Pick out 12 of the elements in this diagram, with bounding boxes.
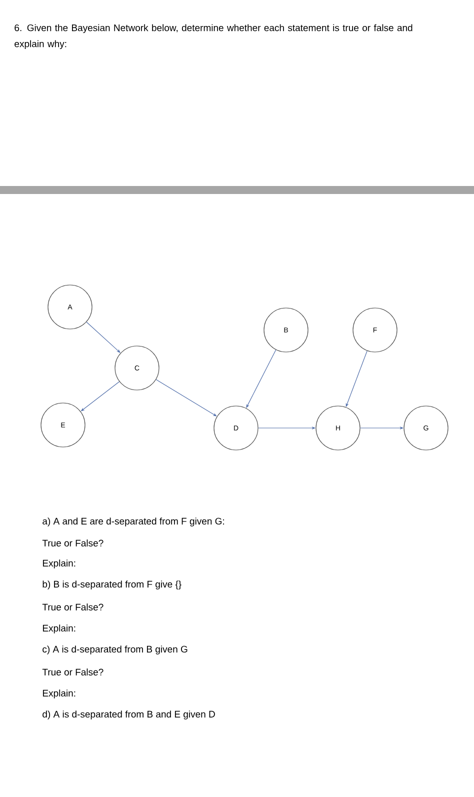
question-line: Explain: [42,560,76,568]
question-line: Explain: [42,624,76,634]
question-line: True or False? [42,540,104,546]
question-line: a) A and E are d-separated from F given G: [42,518,224,526]
question-line: b) B is d-separated from F give {} [42,580,182,590]
question-line: True or False? [42,604,104,610]
question-text: 6. Given the Bayesian Network below, determine whether each statement is true or false and explain why: [14,24,412,50]
question-line: c) A is d-separated from B given G [42,646,188,654]
arrow [86,322,120,353]
question-line: True or False? [42,668,104,676]
question-line: d) A is d-separated from B and E given D [42,710,215,720]
question-line: Explain: [42,690,76,698]
